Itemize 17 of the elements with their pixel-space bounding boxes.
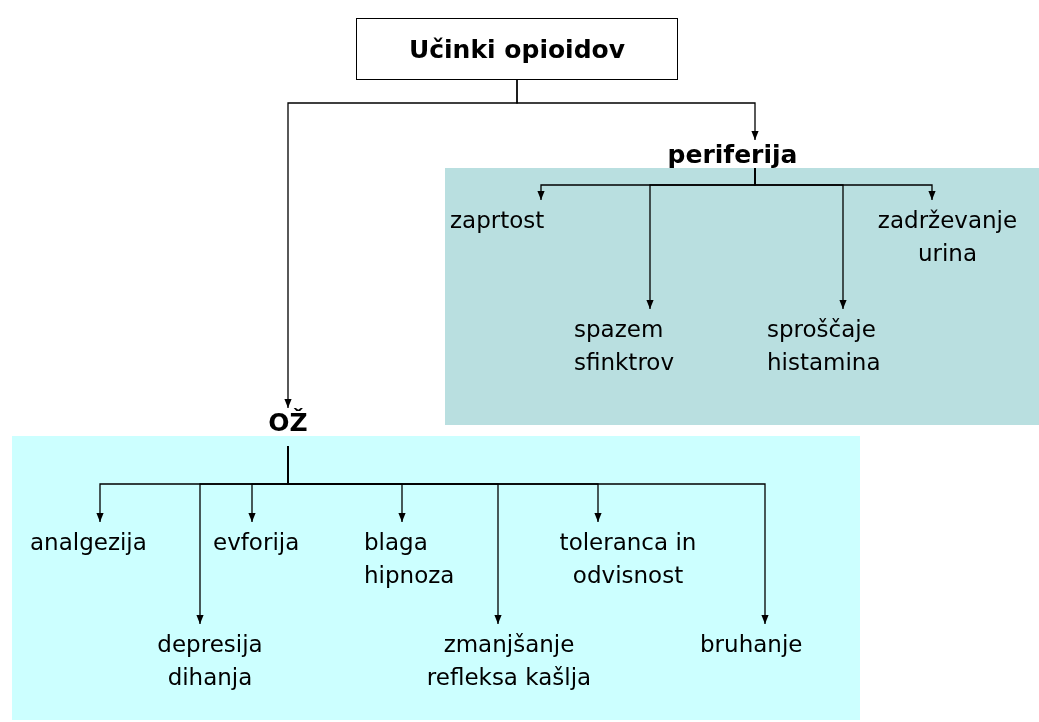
effect-label: toleranca in odvisnost bbox=[533, 526, 723, 592]
effect-label: zaprtost bbox=[450, 204, 575, 237]
effect-label: zmanjšanje refleksa kašlja bbox=[395, 628, 623, 694]
effect-label: depresija dihanja bbox=[135, 628, 285, 694]
effect-label: bruhanje bbox=[700, 628, 842, 661]
effect-label: analgezija bbox=[30, 526, 188, 559]
title-box: Učinki opioidov bbox=[356, 18, 678, 80]
arrow bbox=[284, 79, 518, 409]
arrow bbox=[754, 167, 936, 201]
effect-label: spazem sfinktrov bbox=[574, 313, 724, 379]
effect-label: evforija bbox=[213, 526, 331, 559]
effect-label: blaga hipnoza bbox=[364, 526, 482, 592]
group-heading: OŽ bbox=[267, 408, 309, 437]
arrow bbox=[287, 445, 769, 625]
group-heading: periferija bbox=[666, 140, 799, 169]
effect-label: zadrževanje urina bbox=[856, 204, 1039, 270]
effect-label: sproščaje histamina bbox=[767, 313, 927, 379]
